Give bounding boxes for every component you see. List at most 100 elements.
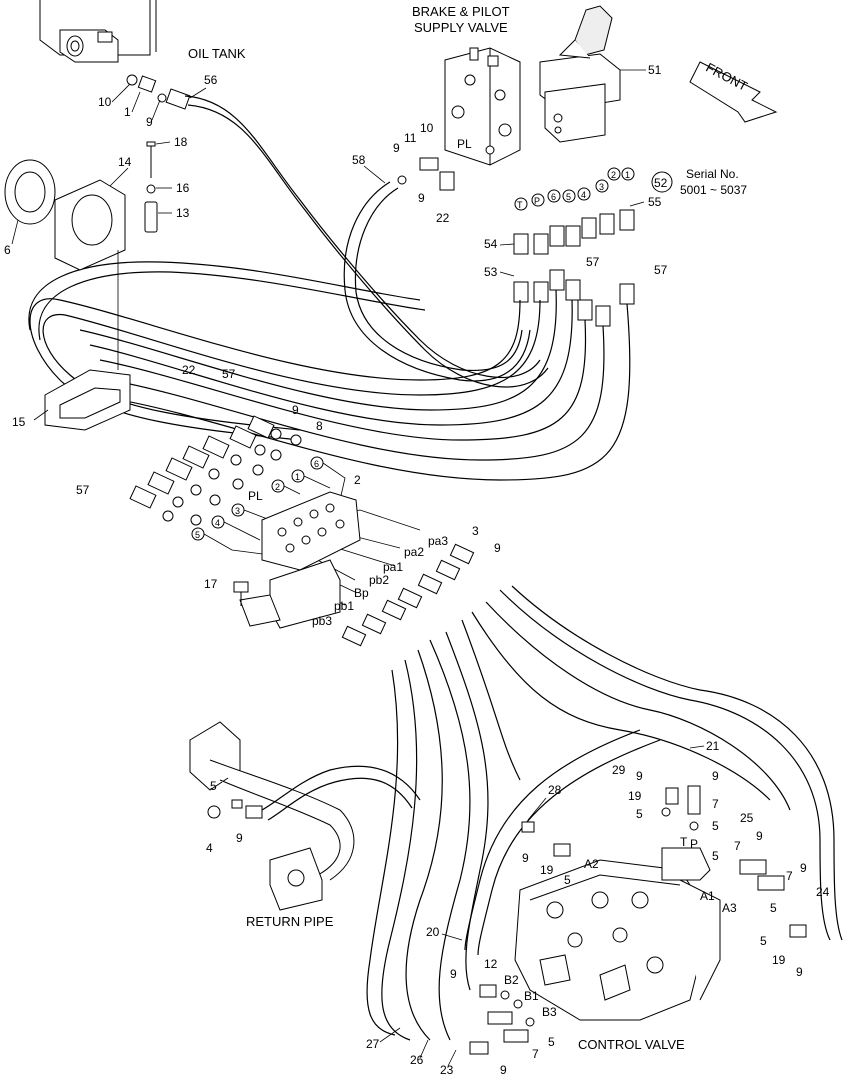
callout: 7 bbox=[532, 1047, 539, 1061]
callout: 5 bbox=[760, 934, 767, 948]
callout: 57 bbox=[222, 367, 236, 381]
callout: 4 bbox=[206, 841, 213, 855]
callout: 13 bbox=[176, 206, 190, 220]
port-pb1: pb1 bbox=[334, 599, 354, 613]
callout: 57 bbox=[654, 263, 668, 277]
callout: 5 bbox=[712, 849, 719, 863]
callout: 58 bbox=[352, 153, 366, 167]
callout: 5 bbox=[564, 873, 571, 887]
port-pa2: pa2 bbox=[404, 545, 424, 559]
callout: 17 bbox=[204, 577, 218, 591]
callout: 55 bbox=[648, 195, 662, 209]
port-pa3: pa3 bbox=[428, 534, 448, 548]
callout: 27 bbox=[366, 1037, 380, 1051]
port-B3: B3 bbox=[542, 1005, 557, 1019]
port-T: T bbox=[680, 835, 688, 849]
circled-m3: 3 bbox=[235, 506, 240, 516]
seal-6 bbox=[4, 159, 56, 225]
circled-m4: 4 bbox=[215, 518, 220, 528]
callout: 57 bbox=[586, 255, 600, 269]
callout: 5 bbox=[210, 779, 217, 793]
callout: 22 bbox=[182, 363, 196, 377]
callout: 8 bbox=[316, 419, 323, 433]
part-callouts: 10 1 9 56 18 14 16 13 6 51 10 11 9 58 9 … bbox=[4, 63, 830, 1077]
port-PL-mid: PL bbox=[248, 489, 263, 503]
callout: 9 bbox=[146, 115, 153, 129]
serial-label-2: 5001 ~ 5037 bbox=[680, 183, 747, 197]
callout: 1 bbox=[124, 105, 131, 119]
callout: 57 bbox=[76, 483, 90, 497]
circled-5: 5 bbox=[566, 192, 571, 202]
callout: 2 bbox=[354, 473, 361, 487]
callout: 19 bbox=[628, 789, 642, 803]
circled-1: 1 bbox=[625, 170, 630, 180]
serial-label-1: Serial No. bbox=[686, 167, 739, 181]
oil-tank-label: OIL TANK bbox=[188, 46, 246, 61]
callout: 23 bbox=[440, 1063, 454, 1077]
tank-fittings bbox=[126, 74, 191, 110]
callout: 24 bbox=[816, 885, 830, 899]
return-pipe-label: RETURN PIPE bbox=[246, 914, 334, 929]
bolt-18 bbox=[144, 141, 158, 233]
callout: 5 bbox=[548, 1035, 555, 1049]
circled-3: 3 bbox=[599, 182, 604, 192]
callout: 5 bbox=[770, 901, 777, 915]
control-valve-label: CONTROL VALVE bbox=[578, 1037, 685, 1052]
callout: 9 bbox=[800, 861, 807, 875]
return-pipe bbox=[189, 721, 355, 911]
callout-leader-lines bbox=[11, 69, 705, 1067]
circled-m5: 5 bbox=[195, 530, 200, 540]
port-P: P bbox=[690, 837, 698, 851]
pilot-fittings-left bbox=[129, 415, 302, 526]
callout: 21 bbox=[706, 739, 720, 753]
control-valve-fittings bbox=[207, 785, 807, 1055]
port-A1: A1 bbox=[700, 889, 715, 903]
circled-4: 4 bbox=[581, 190, 586, 200]
pa-pb-fittings bbox=[341, 543, 475, 647]
port-A2: A2 bbox=[584, 857, 599, 871]
main-hose-bundle bbox=[366, 585, 843, 1041]
bracket-14 bbox=[54, 179, 126, 271]
callout: 16 bbox=[176, 181, 190, 195]
callout: 14 bbox=[118, 155, 132, 169]
callout: 11 bbox=[404, 131, 417, 145]
circled-52: 52 bbox=[654, 176, 668, 190]
callout: 7 bbox=[734, 839, 741, 853]
callout: 15 bbox=[12, 415, 26, 429]
callout: 9 bbox=[292, 403, 299, 417]
callout: 10 bbox=[98, 95, 112, 109]
callout: 25 bbox=[740, 811, 754, 825]
port-B2: B2 bbox=[504, 973, 519, 987]
front-arrow bbox=[689, 61, 778, 123]
port-A3: A3 bbox=[722, 901, 737, 915]
callout: 9 bbox=[500, 1063, 507, 1077]
callout: 9 bbox=[450, 967, 457, 981]
callout: 9 bbox=[522, 851, 529, 865]
circled-T: T bbox=[517, 200, 523, 210]
port-pa1: pa1 bbox=[383, 560, 403, 574]
circled-m6: 6 bbox=[314, 459, 319, 469]
callout: 12 bbox=[484, 957, 498, 971]
port-Bp: Bp bbox=[354, 586, 369, 600]
port-PL-top: PL bbox=[457, 137, 472, 151]
callout: 29 bbox=[612, 763, 626, 777]
pilot-hose-bundle bbox=[28, 261, 631, 481]
callout: 9 bbox=[796, 965, 803, 979]
callout: 10 bbox=[420, 121, 434, 135]
callout: 3 bbox=[472, 524, 479, 538]
callout: 56 bbox=[204, 73, 218, 87]
callout: 22 bbox=[436, 211, 450, 225]
callout: 5 bbox=[712, 819, 719, 833]
pilot-line-fittings bbox=[513, 209, 635, 327]
control-valve bbox=[514, 847, 721, 1021]
callout: 7 bbox=[712, 797, 719, 811]
port-pb3: pb3 bbox=[312, 614, 332, 628]
callout: 9 bbox=[712, 769, 719, 783]
callout: 9 bbox=[418, 191, 425, 205]
callout: 20 bbox=[426, 925, 440, 939]
pilot-joystick bbox=[539, 5, 621, 143]
port-pb2: pb2 bbox=[369, 573, 389, 587]
circled-2: 2 bbox=[611, 170, 616, 180]
circled-m1: 1 bbox=[295, 472, 300, 482]
callout: 51 bbox=[648, 63, 662, 77]
